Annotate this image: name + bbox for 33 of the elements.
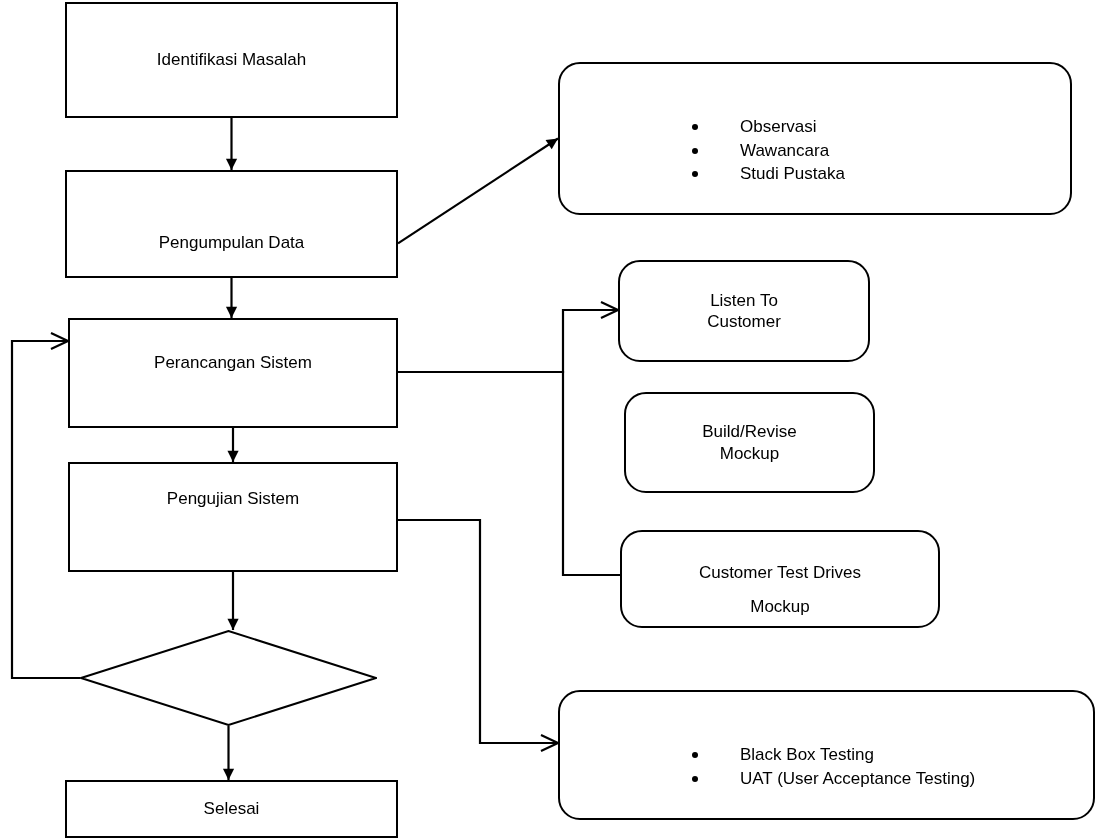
arrow — [398, 518, 560, 753]
decision-diamond — [80, 630, 377, 726]
rounded-box — [624, 392, 875, 493]
bullet-item: Black Box Testing — [680, 743, 976, 767]
box-label: Pengumpulan Data — [158, 232, 305, 254]
box-label: Build/Revise Mockup — [701, 421, 798, 464]
arrow — [222, 726, 235, 780]
arrow — [225, 118, 238, 170]
rounded-box — [558, 62, 1072, 215]
box-label: Listen To Customer — [706, 289, 782, 333]
rounded-box — [618, 260, 870, 362]
bullet-item: Observasi — [680, 114, 845, 139]
arrow — [10, 331, 80, 680]
box-label: Perancangan Sistem — [154, 352, 312, 374]
connector-line — [398, 370, 620, 577]
process-box — [65, 780, 398, 838]
arrow — [227, 572, 239, 630]
box-label: Selesai — [203, 798, 260, 820]
box-label: Identifikasi Masalah — [156, 49, 307, 71]
box-label: Pengujian Sistem — [166, 488, 300, 510]
rounded-box — [558, 690, 1095, 820]
bullet-item: Studi Pustaka — [680, 162, 845, 187]
process-box — [65, 2, 398, 118]
rounded-box — [620, 530, 940, 628]
arrow — [397, 137, 559, 245]
bullet-item: Wawancara — [680, 138, 845, 163]
arrow — [227, 428, 239, 462]
process-box — [68, 462, 398, 572]
process-box — [65, 170, 398, 278]
bullet-item: UAT (User Acceptance Testing) — [680, 767, 976, 791]
process-box — [68, 318, 398, 428]
arrow — [225, 278, 238, 318]
box-label: Customer Test Drives Mockup — [697, 562, 863, 618]
